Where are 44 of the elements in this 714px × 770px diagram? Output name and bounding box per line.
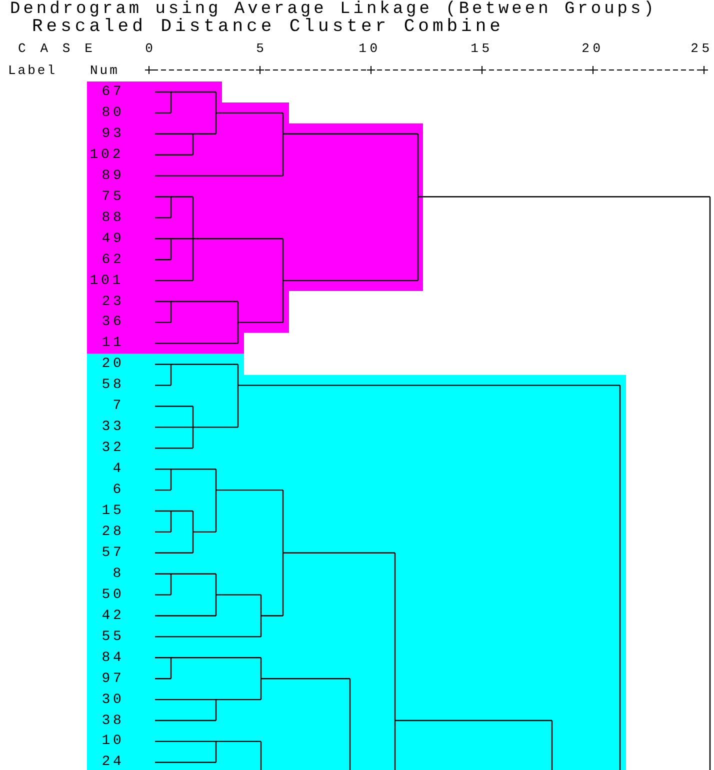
- case-number: 38: [102, 714, 124, 728]
- case-number: 30: [102, 692, 124, 707]
- tick-label: 5: [256, 42, 268, 54]
- case-number: 7: [112, 399, 124, 414]
- tick-label: 10: [358, 42, 381, 54]
- case-number: 102: [90, 148, 124, 162]
- case-number: 15: [102, 504, 124, 518]
- case-number: 28: [102, 524, 124, 539]
- case-number: 101: [90, 274, 124, 288]
- case-number: 6: [112, 483, 124, 498]
- tick-label: 25: [690, 42, 713, 54]
- case-number: 24: [102, 755, 124, 770]
- case-number: 97: [102, 672, 124, 686]
- case-number: 84: [102, 650, 124, 665]
- column-header: C A S E: [18, 42, 96, 54]
- case-number: 58: [102, 378, 124, 392]
- case-number: 93: [102, 126, 124, 141]
- case-number: 8: [112, 566, 124, 581]
- tick-label: 20: [582, 42, 604, 54]
- case-number: 88: [102, 210, 124, 225]
- chart-title: Dendrogram using Average Linkage (Between Groups): [10, 0, 657, 18]
- case-number: 33: [102, 420, 124, 434]
- case-number: 57: [102, 546, 124, 560]
- case-number: 4: [112, 462, 124, 476]
- case-number: 55: [102, 630, 124, 644]
- case-number: 89: [102, 168, 124, 183]
- case-number: 62: [102, 252, 124, 267]
- case-number: 50: [102, 588, 124, 602]
- column-header: Label: [8, 64, 58, 76]
- case-number: 80: [102, 106, 124, 120]
- case-number: 36: [102, 315, 124, 330]
- case-number: 20: [102, 357, 124, 372]
- column-header: Num: [90, 64, 120, 76]
- tick-label: 0: [145, 42, 156, 54]
- case-number: 67: [102, 85, 124, 99]
- case-number: 32: [102, 441, 124, 456]
- case-number: 10: [102, 734, 124, 748]
- case-number: 23: [102, 294, 124, 308]
- case-number: 11: [102, 336, 124, 350]
- case-number: 75: [102, 190, 124, 204]
- tick-label: 15: [470, 42, 493, 54]
- case-number: 49: [102, 232, 124, 246]
- axis-title: Rescaled Distance Cluster Combine: [32, 18, 504, 36]
- case-number: 42: [102, 608, 124, 623]
